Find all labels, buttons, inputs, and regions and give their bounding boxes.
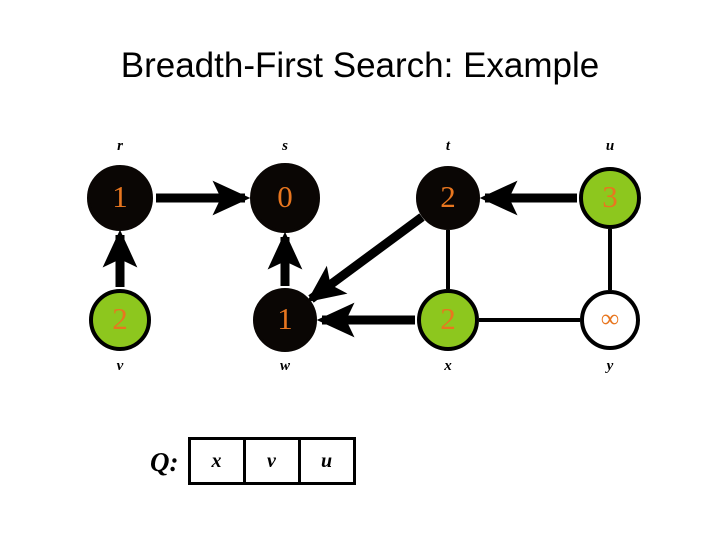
node-y[interactable]: ∞ (580, 290, 640, 350)
node-w[interactable]: 1 (253, 288, 317, 352)
node-u[interactable]: 3 (579, 167, 641, 229)
queue: Q: x v u (150, 437, 356, 485)
node-label-v: v (116, 358, 124, 374)
node-label-u: u (605, 138, 615, 154)
edge-t-to-w (306, 213, 425, 303)
node-r-distance: 1 (112, 178, 128, 214)
node-v-distance: 2 (112, 300, 128, 336)
node-s-distance: 0 (277, 178, 293, 214)
node-w-distance: 1 (277, 300, 293, 336)
node-label-w: w (279, 358, 290, 374)
node-label-y: y (606, 358, 614, 374)
node-x[interactable]: 2 (417, 289, 479, 351)
node-label-t: t (445, 138, 451, 154)
node-x-distance: 2 (440, 300, 456, 336)
queue-box: x v u (187, 437, 356, 485)
node-label-r: r (117, 138, 123, 154)
node-u-distance: 3 (602, 178, 618, 214)
node-y-distance: ∞ (600, 304, 620, 333)
node-s[interactable]: 0 (250, 163, 320, 233)
node-r[interactable]: 1 (87, 165, 153, 231)
node-label-x: x (444, 358, 452, 374)
node-label-s: s (282, 138, 288, 154)
queue-cell[interactable]: x (191, 440, 246, 482)
node-t-distance: 2 (440, 178, 456, 214)
node-t[interactable]: 2 (416, 166, 480, 230)
queue-cell[interactable]: u (320, 449, 333, 472)
queue-cell[interactable]: v (246, 440, 301, 482)
node-v[interactable]: 2 (89, 289, 151, 351)
queue-label: Q: (150, 446, 179, 477)
page-title: Breadth-First Search: Example (120, 46, 600, 85)
